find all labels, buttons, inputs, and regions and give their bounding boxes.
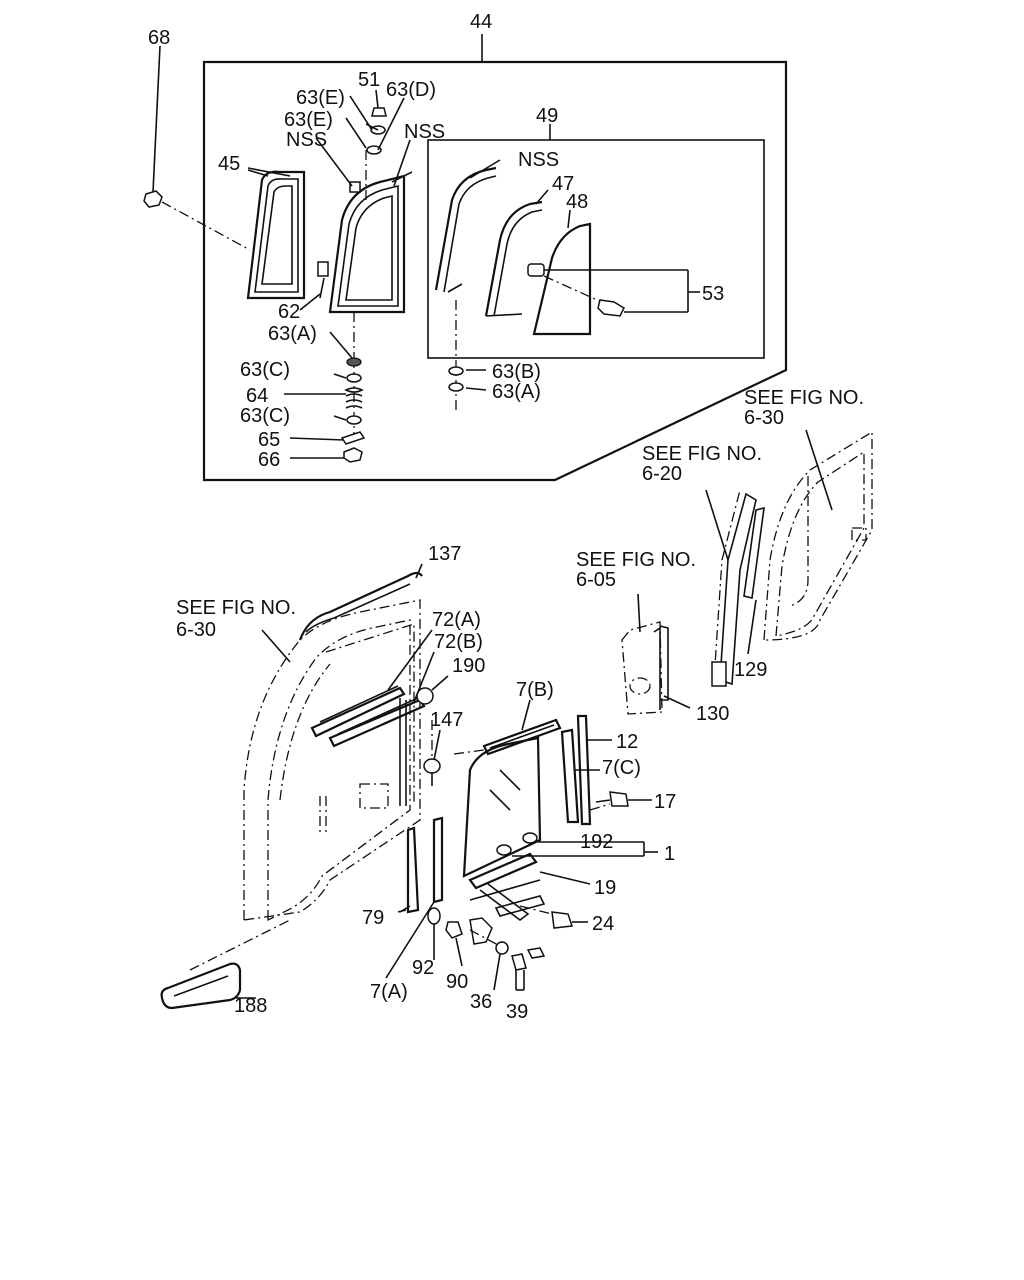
label-92: 92 xyxy=(412,957,434,979)
label-44: 44 xyxy=(470,11,492,33)
washer-stack-top xyxy=(365,107,387,155)
label-48: 48 xyxy=(566,191,588,213)
label-see-fig-2-num: 6-20 xyxy=(642,463,682,485)
assembly-49-frame xyxy=(427,124,765,359)
label-see-fig-1-num: 6-30 xyxy=(744,407,784,429)
label-63c-2: 63(C) xyxy=(240,405,290,427)
small-hardware xyxy=(427,907,546,991)
label-53: 53 xyxy=(702,283,724,305)
label-64: 64 xyxy=(246,385,268,407)
front-channel-79 xyxy=(385,816,444,979)
label-63d: 63(D) xyxy=(386,79,436,101)
label-190: 190 xyxy=(452,655,485,677)
label-nss-1: NSS xyxy=(286,129,327,151)
quarter-window-frame xyxy=(328,150,413,446)
label-see-fig-1: SEE FIG NO. xyxy=(744,387,864,409)
label-see-fig-3: SEE FIG NO. xyxy=(576,549,696,571)
label-90: 90 xyxy=(446,971,468,993)
label-62: 62 xyxy=(278,301,300,323)
label-63a-2: 63(A) xyxy=(492,381,541,403)
label-49: 49 xyxy=(536,105,558,127)
label-79: 79 xyxy=(362,907,384,929)
label-188: 188 xyxy=(234,995,267,1017)
panel-130 xyxy=(621,621,669,715)
label-47: 47 xyxy=(552,173,574,195)
door-outline-left xyxy=(189,599,421,971)
label-147: 147 xyxy=(430,709,463,731)
label-nss-2: NSS xyxy=(404,121,445,143)
pillar-strip-129 xyxy=(711,489,765,687)
run-channel-7b xyxy=(453,718,562,756)
label-19: 19 xyxy=(594,877,616,899)
assembly-44-frame xyxy=(202,34,788,482)
label-63e-1: 63(E) xyxy=(296,87,345,109)
label-see-fig-4: SEE FIG NO. xyxy=(176,597,296,619)
label-51: 51 xyxy=(358,69,380,91)
knob-147 xyxy=(423,720,441,786)
label-192: 192 xyxy=(580,831,613,853)
clip-62 xyxy=(317,261,329,299)
label-63a-1: 63(A) xyxy=(268,323,317,345)
bolt-24 xyxy=(519,905,588,929)
label-66: 66 xyxy=(258,449,280,471)
label-45: 45 xyxy=(218,153,240,175)
label-129: 129 xyxy=(734,659,767,681)
label-130: 130 xyxy=(696,703,729,725)
molding-137 xyxy=(298,571,423,641)
label-63c-1: 63(C) xyxy=(240,359,290,381)
leader-lines xyxy=(247,89,833,967)
label-24: 24 xyxy=(592,913,614,935)
label-65: 65 xyxy=(258,429,280,451)
label-nss-3: NSS xyxy=(518,149,559,171)
label-39: 39 xyxy=(506,1001,528,1023)
inner-strips-72 xyxy=(310,685,426,806)
label-17: 17 xyxy=(654,791,676,813)
label-68: 68 xyxy=(148,27,170,49)
bolt-17 xyxy=(589,791,652,811)
label-12: 12 xyxy=(616,731,638,753)
label-72a: 72(A) xyxy=(432,609,481,631)
part-labels: 44 68 51 63(E) 63(D) 63(E) NSS NSS 45 49… xyxy=(148,11,864,1023)
label-7a: 7(A) xyxy=(370,981,408,1003)
label-see-fig-4-num: 6-30 xyxy=(176,619,216,641)
door-glass-1 xyxy=(462,736,658,878)
washer-stack-bottom xyxy=(340,357,366,463)
sash-parts-49 xyxy=(434,166,700,414)
regulator-19 xyxy=(468,852,591,945)
rear-channel-12 xyxy=(560,714,612,826)
label-63e-2: 63(E) xyxy=(284,109,333,131)
door-outline-right xyxy=(763,430,873,641)
label-63b: 63(B) xyxy=(492,361,541,383)
label-see-fig-2: SEE FIG NO. xyxy=(642,443,762,465)
label-36: 36 xyxy=(470,991,492,1013)
label-137: 137 xyxy=(428,543,461,565)
label-72b: 72(B) xyxy=(434,631,483,653)
label-1: 1 xyxy=(664,843,675,865)
step-188 xyxy=(160,962,256,1010)
label-7b: 7(B) xyxy=(516,679,554,701)
seal-45 xyxy=(246,167,306,300)
label-7c: 7(C) xyxy=(602,757,641,779)
label-see-fig-3-num: 6-05 xyxy=(576,569,616,591)
screw-68 xyxy=(143,45,251,251)
